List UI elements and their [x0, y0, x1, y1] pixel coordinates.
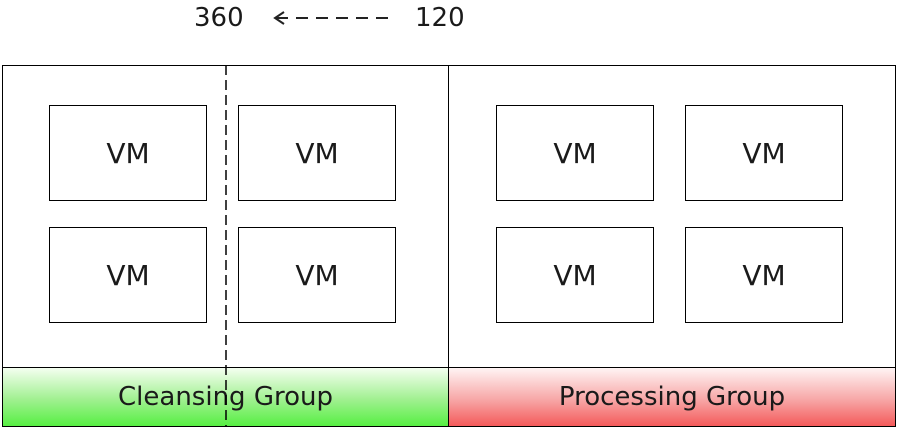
- group-divider: [448, 65, 449, 427]
- cluster-frame: [2, 65, 896, 427]
- vm-box-processing-4: VM: [685, 227, 843, 323]
- migration-from-value: 360: [194, 3, 244, 33]
- migration-to-value: 120: [415, 3, 465, 33]
- vm-box-processing-1: VM: [496, 105, 654, 201]
- vm-box-cleansing-3: VM: [49, 227, 207, 323]
- vm-box-cleansing-4: VM: [238, 227, 396, 323]
- processing-group-label: Processing Group: [558, 382, 786, 412]
- migration-boundary-line: [225, 65, 227, 427]
- group-bar-divider: [2, 367, 896, 368]
- left-arrow-icon: [273, 11, 390, 25]
- vm-box-cleansing-1: VM: [49, 105, 207, 201]
- vm-box-cleansing-2: VM: [238, 105, 396, 201]
- processing-group-bar: Processing Group: [449, 368, 895, 426]
- vm-box-processing-2: VM: [685, 105, 843, 201]
- vm-box-processing-3: VM: [496, 227, 654, 323]
